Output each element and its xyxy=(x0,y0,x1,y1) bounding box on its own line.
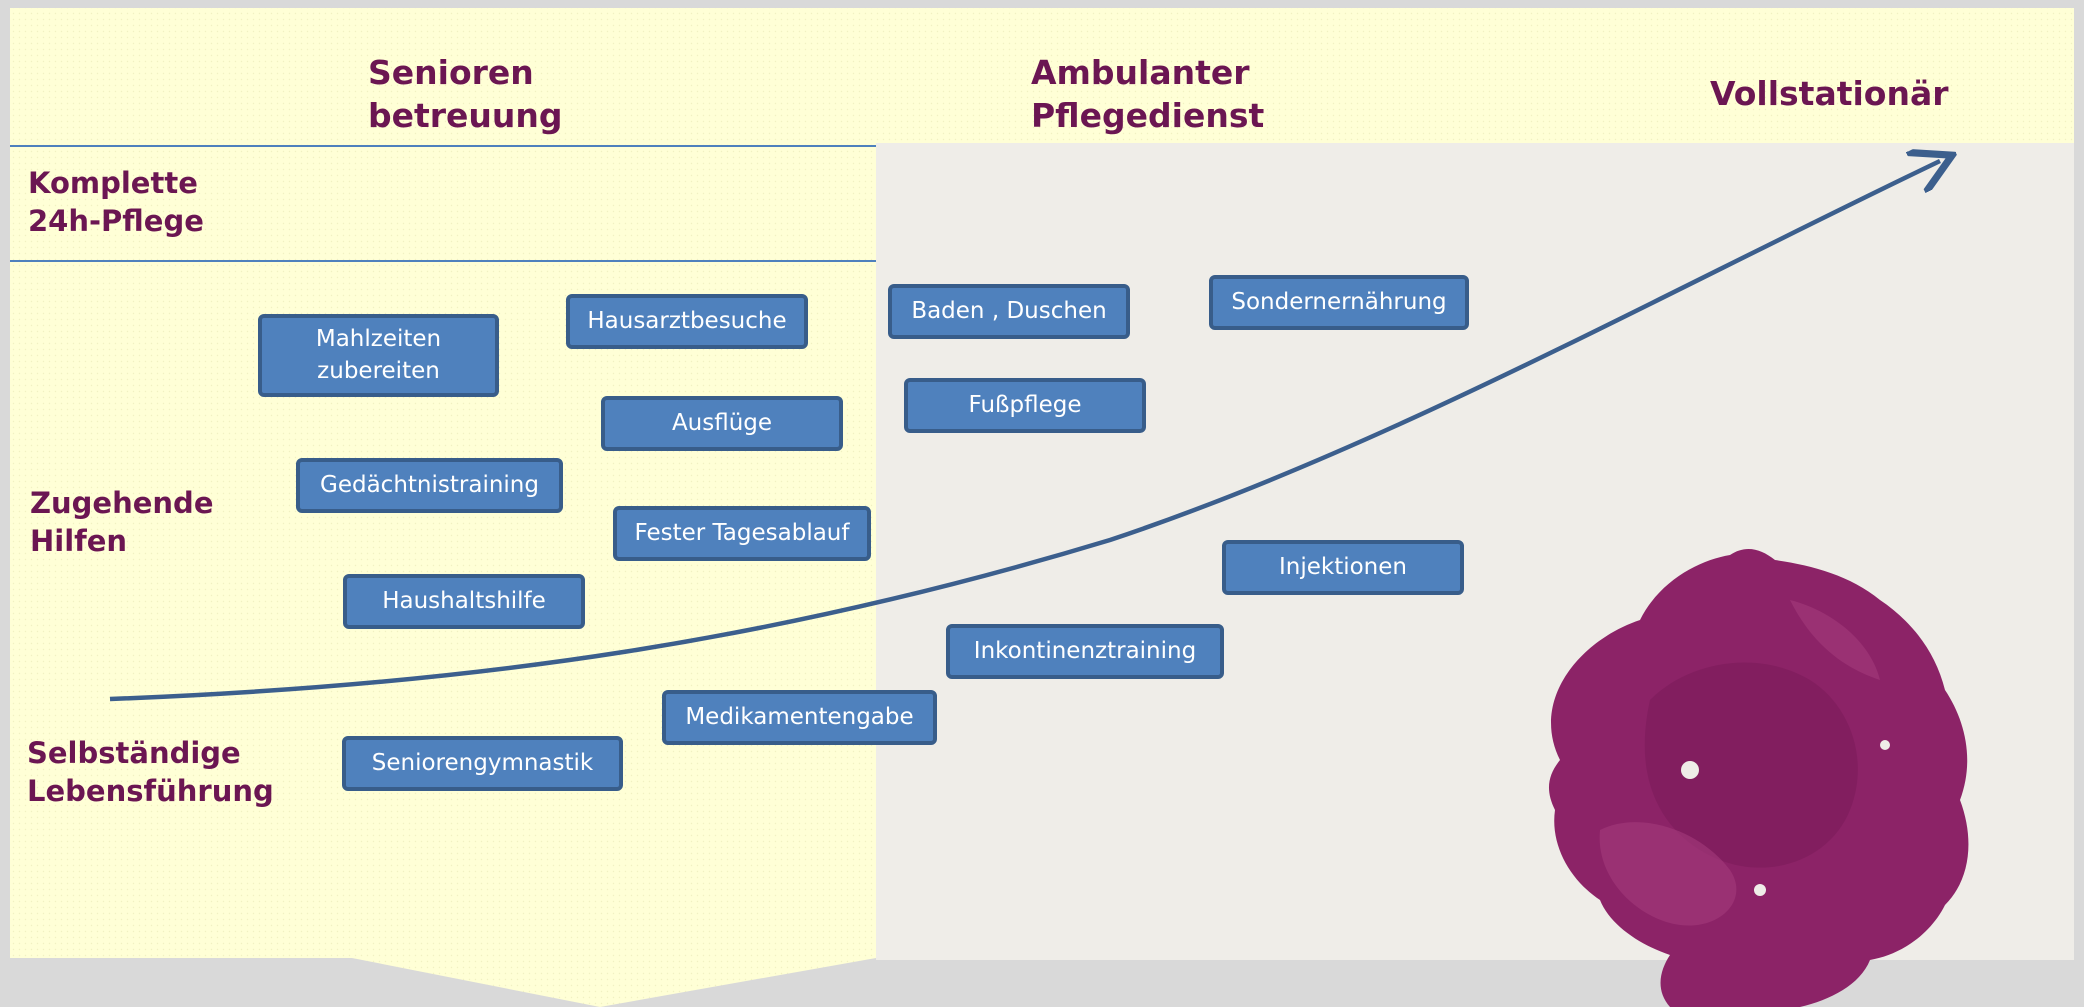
column-header-vollstationaer: Vollstationär xyxy=(1710,74,1949,113)
task-sonder: Sondernernährung xyxy=(1209,275,1469,330)
task-mahlzeiten: Mahlzeiten zubereiten xyxy=(258,314,499,397)
task-ausfluege: Ausflüge xyxy=(601,396,843,451)
task-medikamente: Medikamentengabe xyxy=(662,690,937,745)
column-header-senioren: Senioren betreuung xyxy=(368,53,563,135)
task-baden: Baden , Duschen xyxy=(888,284,1130,339)
task-haushalt: Haushaltshilfe xyxy=(343,574,585,629)
task-gymnastik: Seniorengymnastik xyxy=(342,736,623,791)
progression-arrow xyxy=(109,161,1940,702)
task-inkontinenz: Inkontinenztraining xyxy=(946,624,1224,679)
task-gedaechtnis: Gedächtnistraining xyxy=(296,458,563,513)
task-injektionen: Injektionen xyxy=(1222,540,1464,595)
row-label-komplett: Komplette 24h-Pflege xyxy=(28,166,204,238)
row-label-zugehend: Zugehende Hilfen xyxy=(30,486,214,558)
row-label-selbstaendig: Selbständige Lebensführung xyxy=(27,736,274,808)
task-tagesablauf: Fester Tagesablauf xyxy=(613,506,871,561)
task-hausarzt: Hausarztbesuche xyxy=(566,294,808,349)
paint-blot-decoration xyxy=(1548,548,1969,1007)
task-fusspflege: Fußpflege xyxy=(904,378,1146,433)
column-header-ambulant: Ambulanter Pflegedienst xyxy=(1031,53,1265,135)
header-band xyxy=(10,8,2074,143)
